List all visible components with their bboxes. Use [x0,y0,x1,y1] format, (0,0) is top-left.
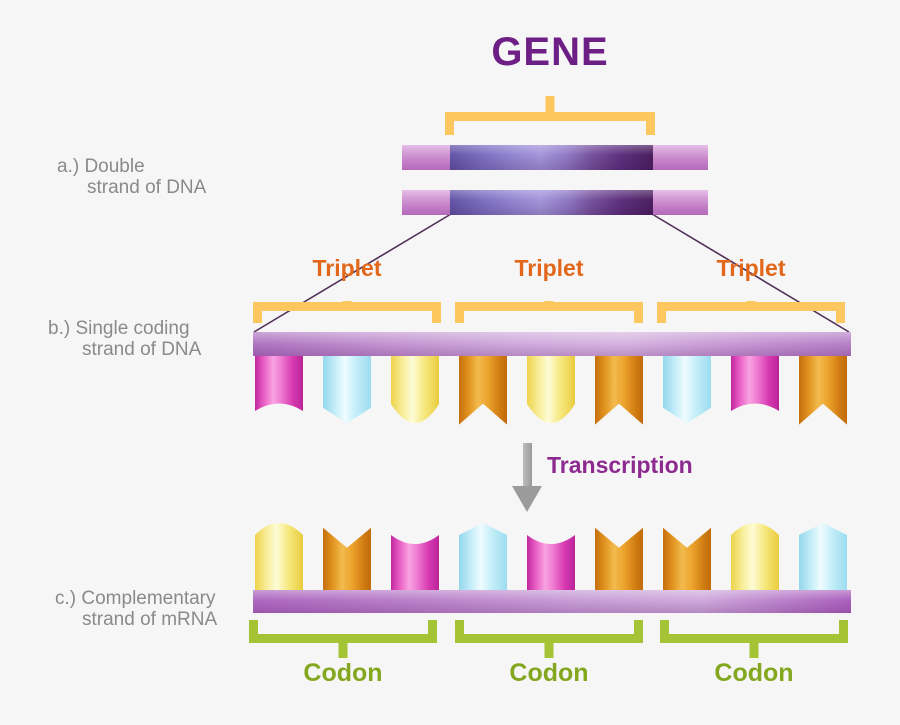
transcription-label: Transcription [547,452,693,478]
label-double-strand: a.) Double strand of DNA [57,156,206,198]
base-orange-notch [663,527,711,590]
gene-bracket [445,96,655,135]
triplet-bracket-3-stem [746,301,756,311]
base-orange-notch [459,356,507,425]
dna-strand-top [402,145,708,170]
codon-label-3: Codon [714,659,794,687]
codon-bracket-3 [660,620,848,658]
base-orange-notch [799,356,847,425]
codon-bracket-2 [455,620,643,658]
page-title: GENE [491,30,609,74]
label-mrna-strand: c.) Complementary strand of mRNA [55,588,217,630]
codon-label-2: Codon [509,659,589,687]
label-c-line1: c.) Complementary [55,588,216,609]
dna-top-gene-region [450,145,653,170]
base-orange-notch [595,527,643,590]
triplet-bracket-1 [253,301,441,323]
dna-strand-bottom [402,190,708,215]
base-yellow-round [731,523,779,590]
codon-bracket-1 [249,620,437,658]
base-pink-concave [527,523,575,590]
label-b-line1: b.) Single coding [48,318,190,339]
gene-bracket-stem [545,96,555,121]
codon-bracket-2-stem [544,634,554,658]
triplet-bracket-2 [455,301,643,323]
codon-bracket-3-stem [749,634,759,658]
dna-top-right-cap [653,145,708,170]
arrow-head [512,486,542,512]
base-cyan-point [799,523,847,590]
label-c-line2: strand of mRNA [82,609,218,630]
codon-label-1: Codon [303,659,383,687]
label-a-line1: a.) Double [57,156,145,177]
base-pink-concave [255,356,303,426]
codon-bracket-1-stem [338,634,348,658]
base-yellow-round [255,523,303,590]
label-coding-strand: b.) Single coding strand of DNA [48,318,201,360]
base-yellow-round [527,356,575,426]
triplet-bracket-3 [657,301,845,323]
triplet-label-3: Triplet [716,255,786,281]
base-orange-notch [595,356,643,425]
dna-top-left-cap [402,145,450,170]
dna-bottom-right-cap [653,190,708,215]
base-cyan-point [459,523,507,590]
base-cyan-point [323,356,371,424]
base-orange-notch [323,527,371,590]
coding-strand-bases [255,356,851,426]
base-cyan-point [663,356,711,424]
triplet-label-1: Triplet [312,255,382,281]
triplet-bracket-2-stem [544,301,554,311]
mrna-strand-bases [255,523,851,590]
base-yellow-round [391,356,439,426]
dna-bottom-gene-region [450,190,653,215]
base-pink-concave [391,523,439,590]
triplet-bracket-1-stem [342,301,352,311]
base-pink-concave [731,356,779,426]
triplet-label-2: Triplet [514,255,584,281]
mrna-strand-backbone [253,590,851,613]
arrow-shaft [523,443,532,487]
down-arrow-icon [512,443,542,512]
dna-bottom-left-cap [402,190,450,215]
label-b-line2: strand of DNA [82,339,202,360]
coding-strand-backbone [253,332,851,356]
label-a-line2: strand of DNA [87,177,207,198]
